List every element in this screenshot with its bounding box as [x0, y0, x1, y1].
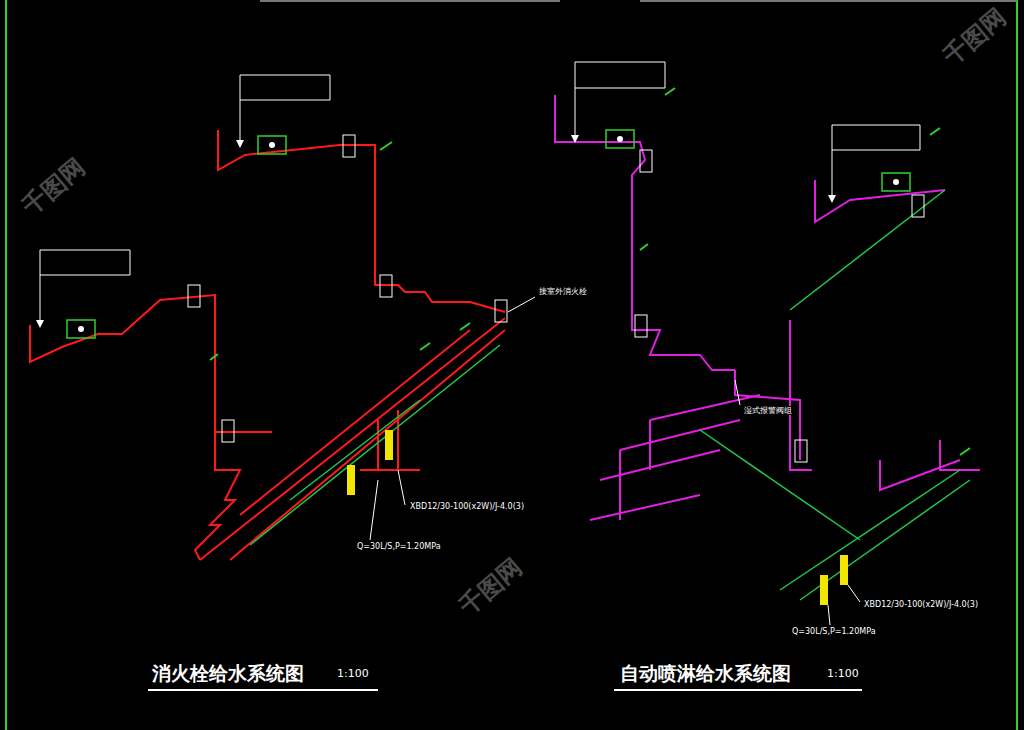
pump-spec: XBD12/30-100(x2W)/J-4.0(3) — [408, 502, 526, 511]
pump-spec: Q=30L/S,P=1.20MPa — [790, 627, 878, 636]
pump-spec: Q=30L/S,P=1.20MPa — [355, 542, 443, 551]
pipe-note: 接室外消火栓 — [537, 287, 589, 296]
watermark: 千图网 — [18, 154, 91, 221]
watermark: 千图网 — [455, 554, 528, 621]
pump-spec: XBD12/30-100(x2W)/J-4.0(3) — [862, 600, 980, 609]
valve-note: 湿式报警阀组 — [742, 406, 794, 415]
watermark: 千图网 — [939, 4, 1012, 71]
scale-note: 1:100 — [335, 668, 371, 681]
figure-title: 消火栓给水系统图 — [150, 663, 306, 685]
scale-note: 1:100 — [825, 668, 861, 681]
figure-title: 自动喷淋给水系统图 — [618, 663, 793, 685]
